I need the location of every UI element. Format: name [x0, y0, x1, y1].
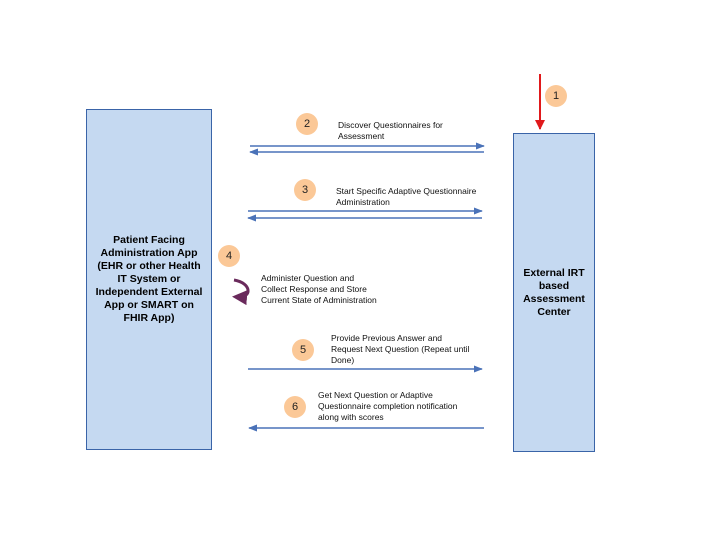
patient-facing-app-box: Patient Facing Administration App (EHR o…	[86, 109, 212, 450]
step-4-self-loop-arrow	[232, 278, 250, 306]
step-2-label: Discover Questionnaires for Assessment	[338, 120, 443, 141]
patient-facing-app-label: Patient Facing Administration App (EHR o…	[95, 234, 203, 324]
assessment-center-box: External IRT based Assessment Center	[513, 133, 595, 452]
assessment-center-label: External IRT based Assessment Center	[523, 266, 585, 318]
step-3-badge: 3	[294, 179, 316, 201]
step-4-badge: 4	[218, 245, 240, 267]
step-4-label: Administer Question and Collect Response…	[261, 273, 377, 305]
step-3-label: Start Specific Adaptive Questionnaire Ad…	[336, 186, 477, 207]
step-2-badge: 2	[296, 113, 318, 135]
step-6-badge: 6	[284, 396, 306, 418]
step-5-badge: 5	[292, 339, 314, 361]
step-1-badge: 1	[545, 85, 567, 107]
step-5-label: Provide Previous Answer and Request Next…	[331, 333, 470, 365]
step-6-label: Get Next Question or Adaptive Questionna…	[318, 390, 458, 422]
